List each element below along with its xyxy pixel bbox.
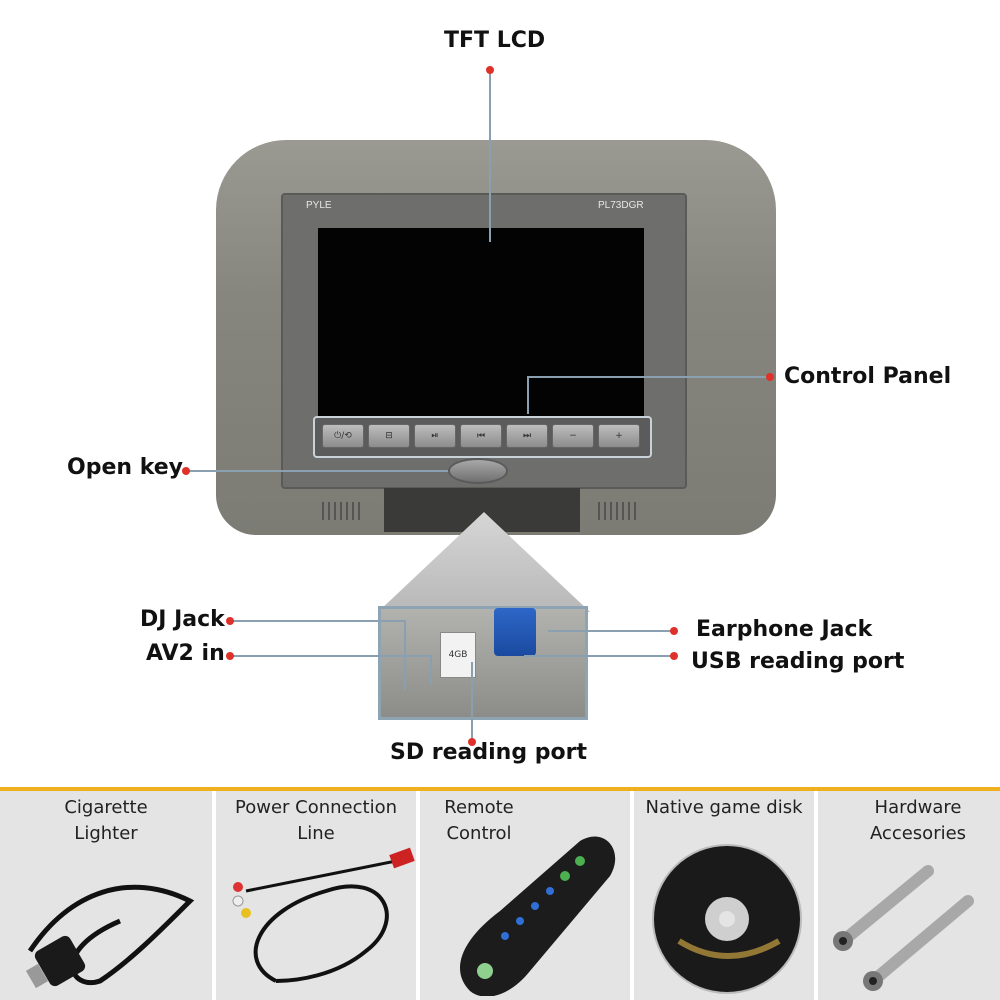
leader-usb [524,655,672,657]
power-cable-icon [232,847,415,983]
dot-earphone [670,627,678,635]
dot-tft [486,66,494,74]
label-tft-lcd: TFT LCD [444,28,546,53]
accessory-label-line1: Cigarette [64,797,148,818]
game-disk-icon [652,844,802,994]
prev-button: ⏮ [460,424,502,448]
leader-earphone [548,630,672,632]
accessory-label-line1: Remote [444,797,514,818]
model-label: PL73DGR [598,200,644,211]
label-av2-in: AV2 in [146,641,225,666]
leader-av2-h [230,655,432,657]
leader-open-key [186,470,448,472]
tft-screen [318,228,644,418]
ports-zoom-inset [378,606,588,720]
volume-down-button: − [552,424,594,448]
accessory-label-line2: Line [297,823,335,844]
label-dj-jack: DJ Jack [140,607,225,632]
label-open-key: Open key [67,455,183,480]
label-usb-reading-port: USB reading port [691,649,905,674]
dot-control [766,373,774,381]
label-control-panel: Control Panel [784,364,952,389]
accessory-game-disk: Native game disk [634,791,814,1000]
dot-av2 [226,652,234,660]
open-key-button [448,458,508,484]
accessory-label-line1: Hardware [874,797,962,818]
dot-usb [670,652,678,660]
accent-bar [0,787,1000,791]
leader-tft [489,70,491,242]
leader-dj-h [230,620,406,622]
accessory-label-line2: Accesories [869,823,967,844]
dot-sd [468,738,476,746]
mounting-posts-icon [833,865,974,991]
mode-button: ⊟ [368,424,410,448]
power-button: ⏻/⟲ [322,424,364,448]
vent-right [598,502,638,520]
label-sd-reading-port: SD reading port [390,740,587,765]
product-diagram: PYLE PL73DGR ⏻/⟲ ⊟ ⏯ ⏮ ⏭ − + 4GB TFT LCD… [67,28,952,765]
sd-card: 4GB [440,632,476,678]
leader-control-v [527,376,529,414]
remote-control-icon [460,836,616,996]
accessory-label-line1: Power Connection [235,797,397,818]
leader-av2-v [430,655,432,685]
accessory-label-line1: Native game disk [645,797,803,818]
volume-up-button: + [598,424,640,448]
next-button: ⏭ [506,424,548,448]
play-pause-button: ⏯ [414,424,456,448]
usb-stick [494,608,536,656]
leader-sd [471,662,473,742]
vent-left [322,502,362,520]
label-earphone-jack: Earphone Jack [696,617,873,642]
accessory-label-line2: Lighter [74,823,138,844]
dot-dj [226,617,234,625]
leader-control-h [527,376,769,378]
brand-label: PYLE [306,200,332,211]
accessory-label-line2: Control [446,823,512,844]
dot-open-key [182,467,190,475]
cigarette-lighter-icon [25,884,195,989]
